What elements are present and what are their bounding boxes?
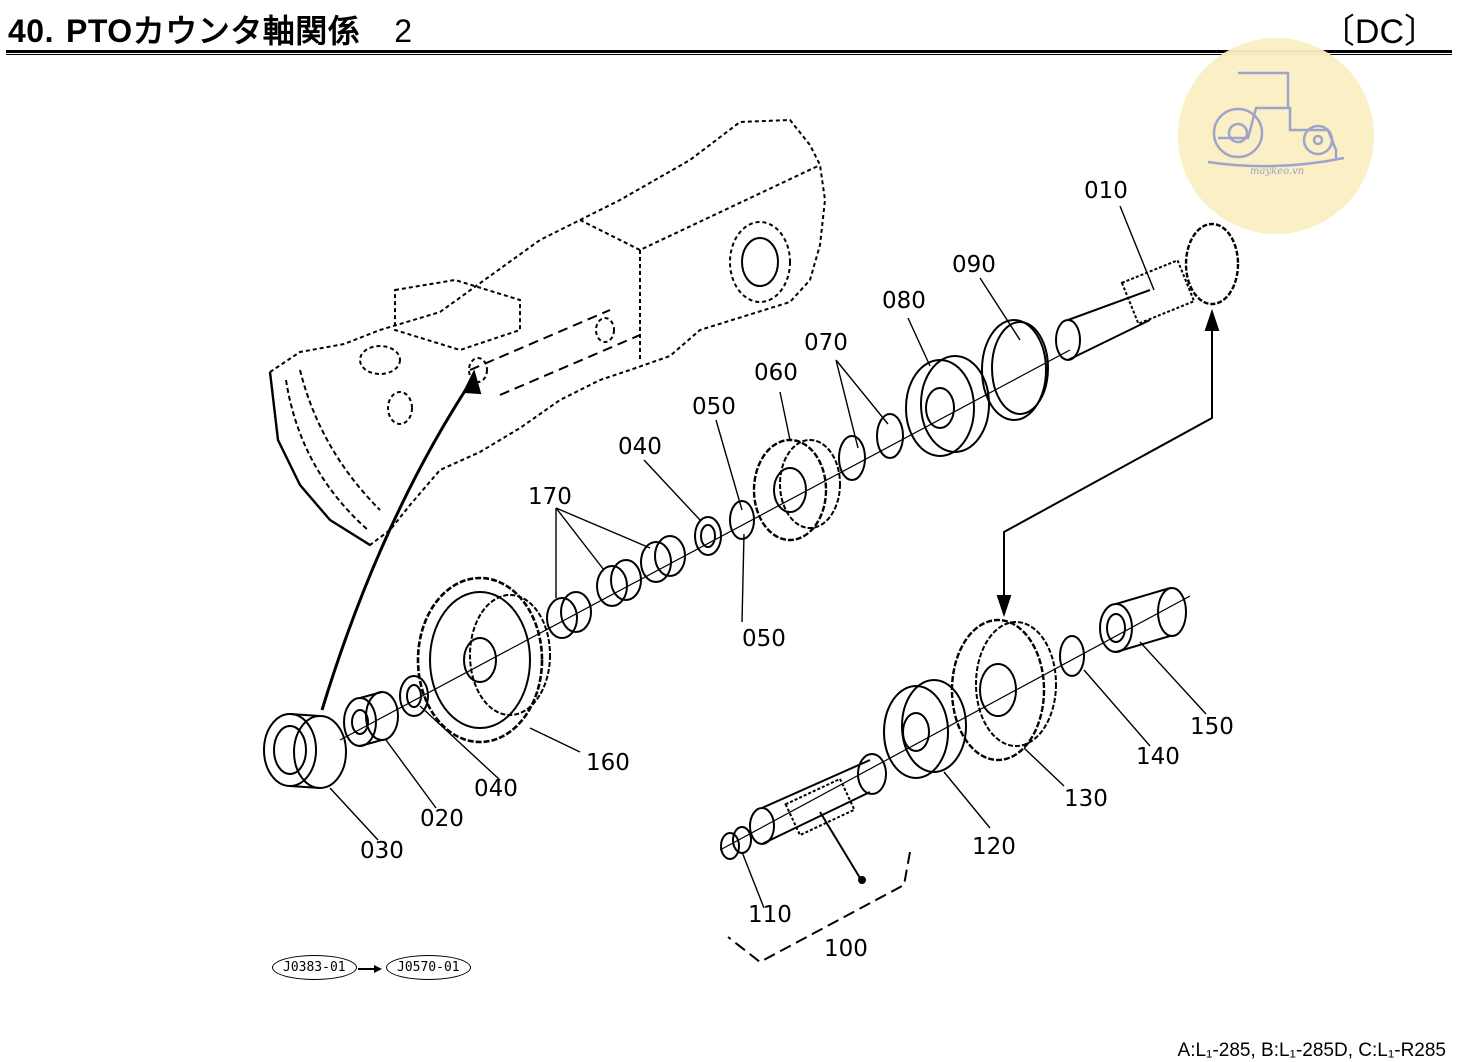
collar-020	[343, 691, 399, 747]
page-title: 40. PTOカウンタ軸関係 2	[8, 6, 413, 52]
needle-bearings-170	[546, 535, 686, 639]
callout-050-lower: 050	[742, 626, 786, 652]
sleeve-150	[1099, 587, 1187, 653]
snap-ring-050	[729, 500, 755, 540]
callout-020: 020	[420, 806, 464, 832]
callout-150: 150	[1190, 714, 1234, 740]
assembly-arrow-left	[320, 379, 474, 711]
shaft-100	[749, 753, 887, 884]
callout-080: 080	[882, 288, 926, 314]
callout-140: 140	[1136, 744, 1180, 770]
callout-090: 090	[952, 252, 996, 278]
callout-010: 010	[1084, 178, 1128, 204]
section-title: PTOカウンタ軸関係	[65, 13, 361, 49]
callout-060: 060	[754, 360, 798, 386]
bushing-110	[720, 826, 752, 860]
callout-100: 100	[824, 936, 868, 962]
reference-from[interactable]: J0383-01	[272, 955, 357, 980]
callout-170: 170	[528, 484, 572, 510]
washer-040-lower	[399, 675, 429, 717]
snap-rings-070	[838, 413, 904, 481]
callout-050-upper: 050	[692, 394, 736, 420]
watermark-text: maykeo.vn	[1250, 166, 1305, 177]
bearing-030	[263, 713, 347, 789]
model-tag: 〔DC〕	[1320, 13, 1438, 51]
gear-160	[416, 576, 551, 744]
bearing-120	[883, 679, 967, 779]
callout-130: 130	[1064, 786, 1108, 812]
transmission-housing	[268, 118, 827, 547]
callout-110: 110	[748, 902, 792, 928]
tractor-icon	[1207, 71, 1345, 168]
callout-040-lower: 040	[474, 776, 518, 802]
washer-040-upper	[694, 516, 722, 556]
page-number: 2	[394, 13, 413, 49]
arrow-right-icon	[358, 965, 382, 973]
gear-060	[752, 438, 841, 542]
bearing-080	[905, 355, 990, 457]
callout-030: 030	[360, 838, 404, 864]
watermark-logo	[1178, 38, 1374, 234]
gear-130	[950, 618, 1057, 762]
callout-040-upper: 040	[618, 434, 662, 460]
assembly-arrow-right	[1003, 318, 1213, 608]
header-rule-thin	[6, 54, 1452, 55]
callout-160: 160	[586, 750, 630, 776]
leader-lines	[329, 205, 1207, 909]
circlip-090	[981, 319, 1049, 421]
section-number: 40.	[8, 13, 54, 49]
header-rule	[6, 50, 1452, 53]
model-applicability: A:L₁-285, B:L₁-285D, C:L₁-R285	[1177, 1040, 1446, 1061]
callout-120: 120	[972, 834, 1016, 860]
group-bracket-100	[727, 851, 911, 964]
shaft-010	[1055, 222, 1240, 361]
snap-ring-140	[1059, 635, 1085, 677]
callout-070: 070	[804, 330, 848, 356]
reference-to[interactable]: J0570-01	[386, 955, 471, 980]
